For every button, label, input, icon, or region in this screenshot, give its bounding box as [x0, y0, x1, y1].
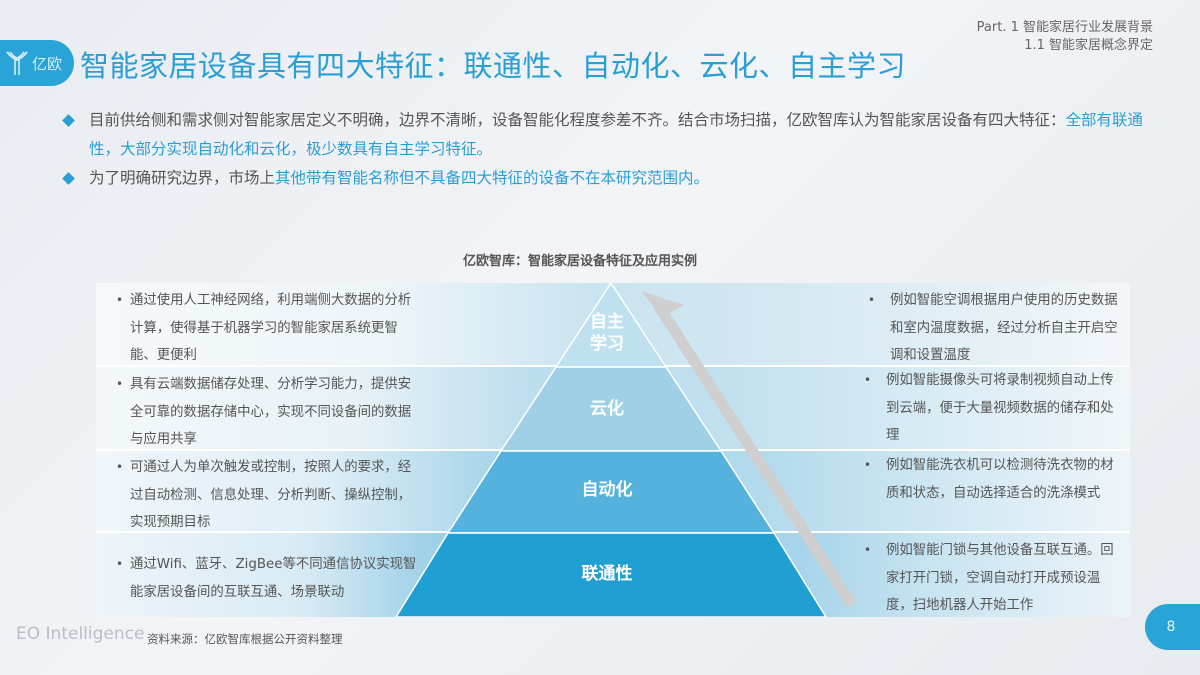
tier-description: • 具有云端数据储存处理、分析学习能力，提供安全可靠的数据存储中心，实现不同设备… [116, 371, 420, 454]
logo-icon [6, 51, 28, 75]
source-note: 资料来源：亿欧智库根据公开资料整理 [147, 632, 343, 646]
bullet-dot-icon: • [864, 373, 872, 387]
section-label: Part. 1 智能家居行业发展背景 1.1 智能家居概念界定 [977, 19, 1153, 55]
bullet-dot-icon: • [864, 543, 872, 557]
tier-label-cloud: 云化 [590, 399, 624, 419]
bullet-text: 为了明确研究边界，市场上 [89, 169, 276, 187]
pyramid-diagram: 自主 学习 云化 自动化 联通性 • 通过使用人工神经网络，利用端侧大数据的分析… [96, 283, 1130, 617]
bullet-dot-icon: • [116, 557, 124, 571]
chart-title: 亿欧智库：智能家居设备特征及应用实例 [463, 254, 698, 269]
bullet-highlight: 全部有联通性，大部分实现自动化和云化，极少数具有自主学习特征。 [89, 111, 1144, 158]
pyramid-shape [395, 283, 857, 617]
logo-text: 亿欧 [32, 54, 63, 73]
diamond-bullet-icon [62, 114, 75, 127]
page-title: 智能家居设备具有四大特征：联通性、自动化、云化、自主学习 [80, 49, 907, 83]
tier-label-automation: 自动化 [581, 480, 633, 500]
tier-example: • 例如智能摄像头可将录制视频自动上传到云端，便于大量视频数据的储存和处理 [864, 367, 1122, 450]
tier-example: • 例如智能门锁与其他设备互联互通。回家打开门锁，空调自动打开成预设温度，扫地机… [864, 537, 1122, 620]
tier-description: • 通过Wifi、蓝牙、ZigBee等不同通信协议实现智能家居设备间的互联互通、… [116, 551, 420, 606]
bullet-dot-icon: • [864, 458, 872, 472]
diamond-bullet-icon [62, 172, 75, 185]
bullet-text: 目前供给侧和需求侧对智能家居定义不明确，边界不清晰，设备智能化程度参差不齐。结合… [89, 111, 1066, 129]
bullet-dot-icon: • [868, 293, 876, 307]
subsection-line: 1.1 智能家居概念界定 [1024, 38, 1153, 53]
bullet-item: 为了明确研究边界，市场上其他带有智能名称但不具备四大特征的设备不在本研究范围内。 [62, 164, 1144, 193]
intro-bullets: 目前供给侧和需求侧对智能家居定义不明确，边界不清晰，设备智能化程度参差不齐。结合… [62, 106, 1144, 193]
page-number: 8 [1145, 604, 1200, 650]
footer-brand: EO Intelligence [16, 624, 145, 644]
tier-example: • 例如智能洗衣机可以检测待洗衣物的材质和状态，自动选择适合的洗涤模式 [864, 452, 1122, 507]
tier-label-autonomous-learning: 自主 学习 [590, 312, 624, 354]
bullet-dot-icon: • [116, 377, 124, 391]
bullet-highlight: 其他带有智能名称但不具备四大特征的设备不在本研究范围内。 [275, 169, 710, 187]
tier-example: • 例如智能空调根据用户使用的历史数据和室内温度数据，经过分析自主开启空调和设置… [868, 287, 1120, 370]
part-line: Part. 1 智能家居行业发展背景 [976, 20, 1153, 35]
tier-description: • 通过使用人工神经网络，利用端侧大数据的分析计算，使得基于机器学习的智能家居系… [116, 287, 420, 370]
logo-tab: 亿欧 [0, 40, 74, 86]
bullet-item: 目前供给侧和需求侧对智能家居定义不明确，边界不清晰，设备智能化程度参差不齐。结合… [62, 106, 1144, 164]
tier-label-connectivity: 联通性 [581, 564, 633, 584]
bullet-dot-icon: • [116, 293, 124, 307]
tier-description: • 可通过人为单次触发或控制，按照人的要求，经过自动检测、信息处理、分析判断、操… [116, 454, 420, 537]
bullet-dot-icon: • [116, 460, 124, 474]
